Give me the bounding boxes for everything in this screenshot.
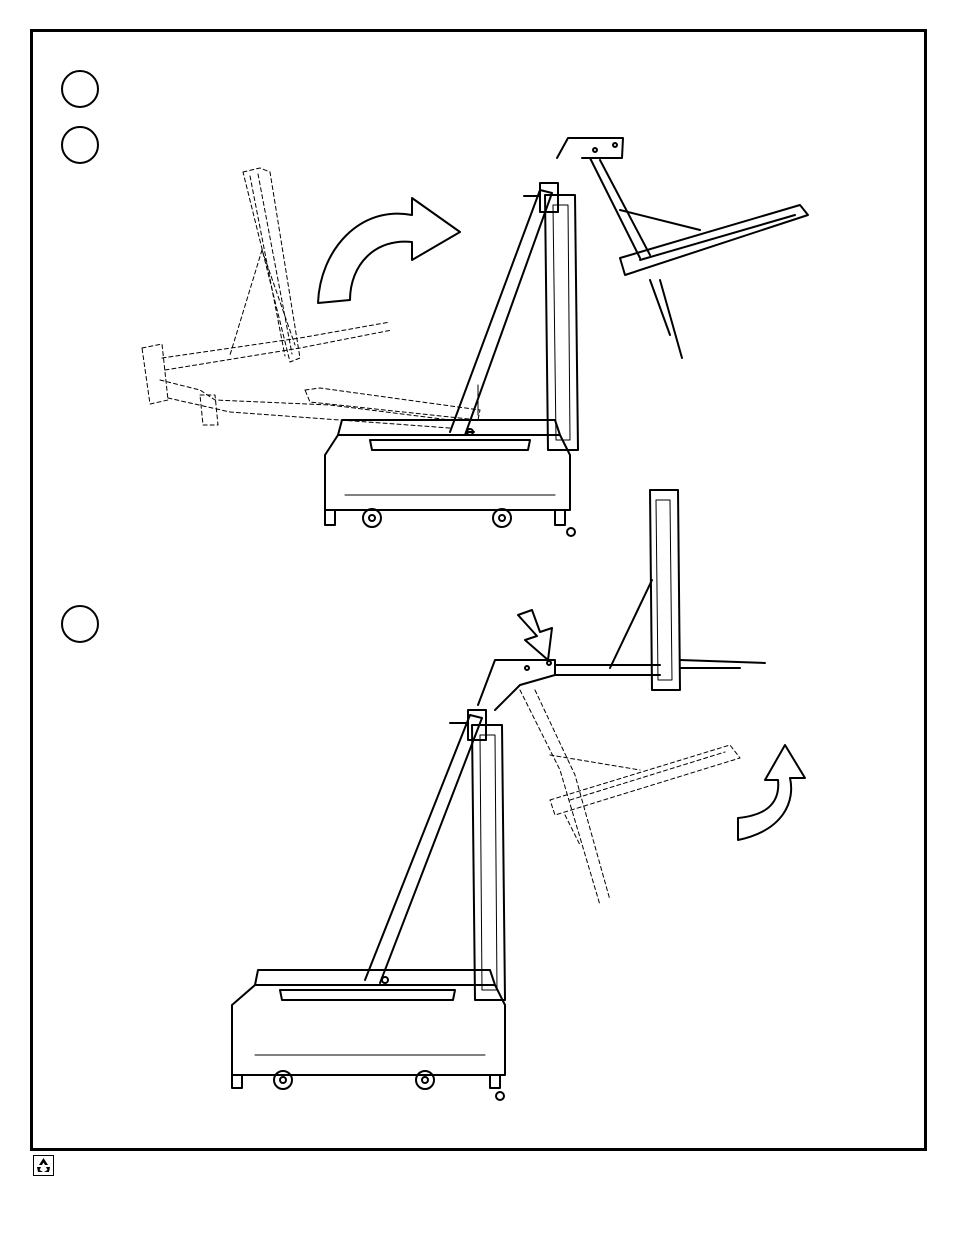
- recycle-icon: [33, 1155, 54, 1176]
- illustration-bottom: [232, 490, 805, 1100]
- curved-arrow-right: [318, 198, 460, 303]
- boom-horizontal: [555, 490, 765, 690]
- elbow-bracket: [478, 660, 555, 710]
- pole-top: [450, 183, 558, 435]
- backboard-vertical-bottom: [472, 725, 505, 1000]
- illustration-top: [142, 138, 808, 536]
- pole-bottom: [365, 710, 486, 983]
- base-cart-top: [325, 420, 575, 536]
- backboard-vertical: [478, 195, 578, 450]
- curved-arrow-up: [738, 745, 805, 840]
- push-arrow-down: [518, 610, 552, 660]
- ghost-lowered-backboard: [520, 690, 740, 905]
- upper-boom-and-rim: [557, 138, 808, 358]
- ghost-folded-system: [142, 168, 480, 428]
- base-cart-bottom: [232, 970, 505, 1100]
